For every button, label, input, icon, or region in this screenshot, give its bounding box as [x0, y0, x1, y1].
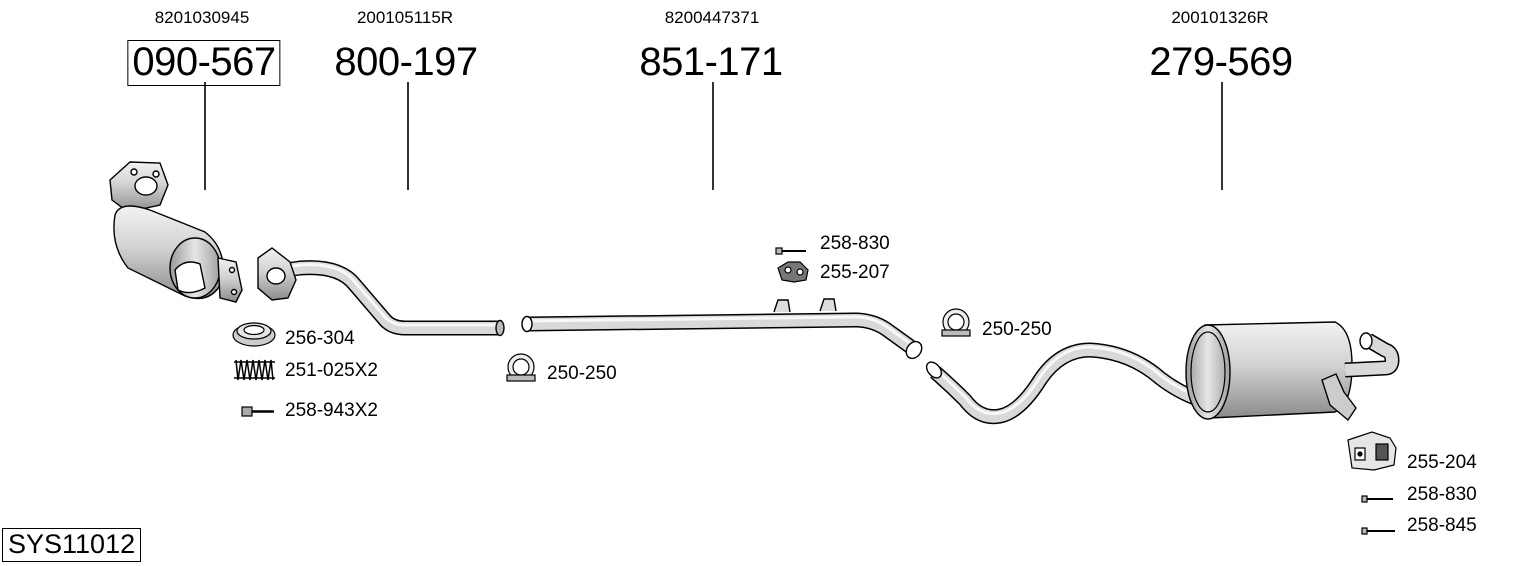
tailpipe-fill	[1344, 334, 1398, 376]
accessory-label[interactable]: 258-830	[1407, 484, 1477, 505]
part-number[interactable]: 279-569	[1149, 40, 1293, 84]
converter-outlet	[174, 261, 206, 294]
system-code: SYS11012	[2, 528, 142, 563]
oem-number: 8200447371	[664, 8, 760, 27]
gasket-icon	[232, 322, 276, 347]
bracket-icon	[1347, 431, 1397, 471]
rear-pipe-inlet	[925, 361, 943, 379]
part-number[interactable]: 851-171	[639, 40, 783, 84]
accessory-label[interactable]: 255-207	[820, 262, 890, 283]
tailpipe-end	[1359, 332, 1373, 350]
bolt-icon	[775, 247, 806, 255]
silencer-front-end	[1185, 324, 1231, 420]
flange-bolt-hole	[228, 266, 236, 274]
accessory-label[interactable]: 250-250	[547, 363, 617, 384]
flange-bolt-hole	[230, 288, 238, 296]
rubber-mount-icon	[777, 261, 809, 283]
flange-bolt-hole	[152, 170, 160, 178]
outlet-flange	[217, 257, 243, 303]
front-pipe-flange-hole	[266, 267, 286, 285]
accessory-label[interactable]: 251-025X2	[285, 360, 378, 381]
clamp-icon	[506, 353, 536, 382]
front-pipe-highlight	[271, 263, 500, 327]
rear-pipe-fill	[931, 344, 1203, 423]
bolt-icon	[241, 406, 274, 417]
hanger-bracket	[773, 299, 791, 313]
part-number[interactable]: 800-197	[334, 40, 478, 84]
rear-pipe-highlight	[934, 345, 1201, 416]
accessory-label[interactable]: 258-845	[1407, 515, 1477, 536]
clamp-icon	[941, 308, 971, 337]
catalytic-converter	[109, 161, 243, 303]
flange-bolt-hole	[130, 168, 138, 176]
silencer-front-rim	[1190, 331, 1226, 413]
accessory-label[interactable]: 250-250	[982, 319, 1052, 340]
middle-pipe	[521, 298, 923, 360]
hanger-bracket	[819, 298, 837, 312]
accessory-label[interactable]: 255-204	[1407, 452, 1477, 473]
middle-pipe-inlet	[521, 315, 533, 333]
bolt-icon	[1361, 527, 1395, 535]
accessory-label[interactable]: 258-943X2	[285, 400, 378, 421]
rear-silencer	[925, 321, 1400, 425]
oem-number: 8201030945	[154, 8, 250, 27]
silencer-hanger	[1321, 373, 1357, 422]
front-pipe-fill	[271, 261, 500, 334]
part-number-highlighted[interactable]: 090-567	[127, 40, 281, 86]
middle-pipe-outlet	[905, 340, 923, 360]
bolt-icon	[1361, 495, 1393, 503]
oem-number: 200105115R	[356, 8, 454, 27]
leader-lines	[204, 82, 1223, 190]
flange-hole	[134, 176, 158, 196]
accessory-icons	[232, 247, 1397, 535]
front-pipe	[257, 247, 505, 337]
spring-icon	[234, 359, 275, 381]
oem-number: 200101326R	[1171, 8, 1269, 27]
front-pipe-end	[495, 319, 505, 337]
middle-pipe-highlight	[527, 315, 916, 349]
accessory-label[interactable]: 256-304	[285, 328, 355, 349]
middle-pipe-fill	[527, 314, 919, 355]
accessory-label[interactable]: 258-830	[820, 233, 890, 254]
